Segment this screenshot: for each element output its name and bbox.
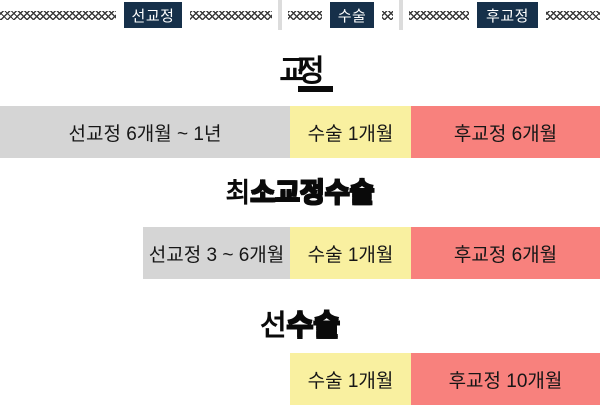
bar1-post-ortho-segment: 후교정 6개월 <box>411 106 600 158</box>
section-title-3-rest: 수술 <box>286 310 341 342</box>
timeline-bar-1: 선교정 6개월 ~ 1년 수술 1개월 후교정 6개월 <box>0 106 600 158</box>
section-title-1: 교정 <box>0 57 600 87</box>
section-title-1-text: 교정 <box>279 55 324 88</box>
chain-line <box>0 11 600 20</box>
bar2-post-ortho-segment: 후교정 6개월 <box>411 227 600 279</box>
bar1-post-ortho-label: 후교정 6개월 <box>453 123 558 145</box>
bar2-pre-ortho-label: 선교정 3 ~ 6개월 <box>148 244 285 266</box>
bar3-surgery-segment: 수술 1개월 <box>290 353 411 405</box>
section-title-3-first-char: 선 <box>259 310 287 342</box>
bar1-surgery-segment: 수술 1개월 <box>290 106 411 158</box>
phase-label-post-ortho-text: 후교정 <box>486 7 529 25</box>
phase-label-surgery: 수술 <box>322 2 382 28</box>
timeline-bar-3: 수술 1개월 후교정 10개월 <box>0 353 600 405</box>
bar2-post-ortho-label: 후교정 6개월 <box>453 244 558 266</box>
section-title-2-first-char: 최 <box>225 178 251 208</box>
section-title-2-rest: 소교정수술 <box>249 177 375 209</box>
bar3-leading-space <box>0 353 290 405</box>
bar3-surgery-label: 수술 1개월 <box>307 370 394 392</box>
column-divider-left <box>272 0 288 30</box>
bar1-surgery-label: 수술 1개월 <box>307 123 394 145</box>
bar2-pre-ortho-segment: 선교정 3 ~ 6개월 <box>143 227 290 279</box>
phase-label-pre-ortho-text: 선교정 <box>131 7 175 25</box>
bar1-pre-ortho-label: 선교정 6개월 ~ 1년 <box>68 123 222 145</box>
phase-label-pre-ortho: 선교정 <box>116 2 190 28</box>
bar3-post-ortho-label: 후교정 10개월 <box>448 370 563 392</box>
bar2-surgery-segment: 수술 1개월 <box>290 227 411 279</box>
section-title-2: 최소교정수술 <box>0 177 600 209</box>
timeline-bar-2: 선교정 3 ~ 6개월 수술 1개월 후교정 6개월 <box>0 227 600 279</box>
bar1-pre-ortho-segment: 선교정 6개월 ~ 1년 <box>0 106 290 158</box>
bar3-post-ortho-segment: 후교정 10개월 <box>411 353 600 405</box>
section-title-3: 선수술 <box>0 310 600 342</box>
column-divider-right <box>393 0 409 30</box>
bar2-surgery-label: 수술 1개월 <box>307 244 394 266</box>
phase-label-post-ortho: 후교정 <box>469 2 546 28</box>
section-title-1-decoration-bar <box>298 86 333 92</box>
phase-label-surgery-text: 수술 <box>337 7 367 25</box>
bar2-leading-space <box>0 227 143 279</box>
